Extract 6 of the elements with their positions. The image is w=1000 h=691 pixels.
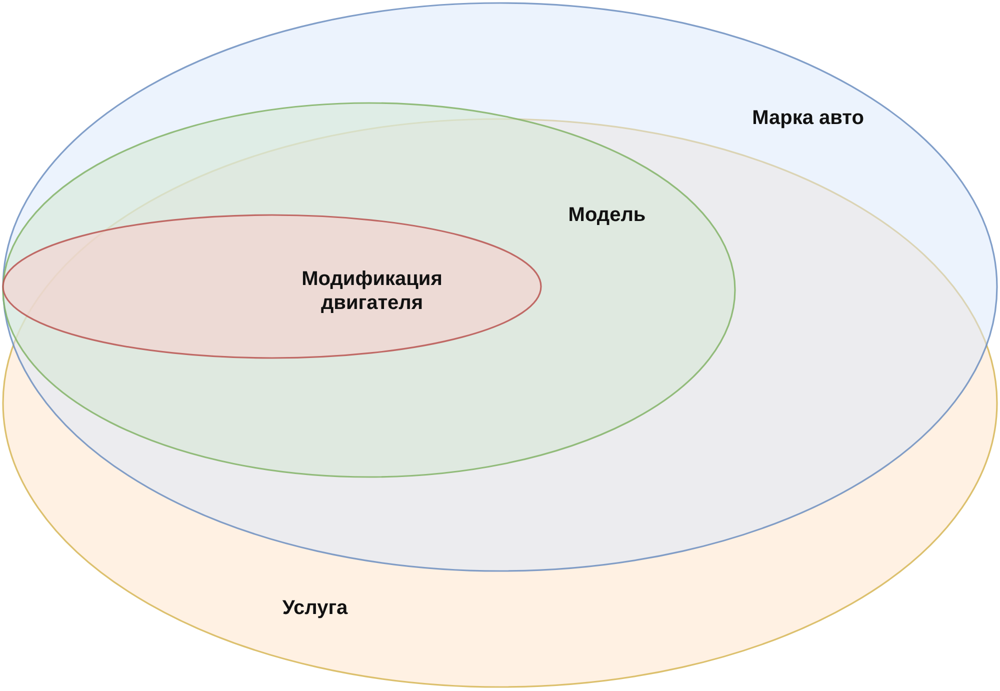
set-ellipse [2,102,736,478]
set-ellipse [2,2,998,572]
set-label: Марка авто [752,106,864,130]
set-label: Модификация двигателя [300,267,444,315]
set-label: Модель [568,203,646,227]
set-label: Услуга [282,596,348,620]
